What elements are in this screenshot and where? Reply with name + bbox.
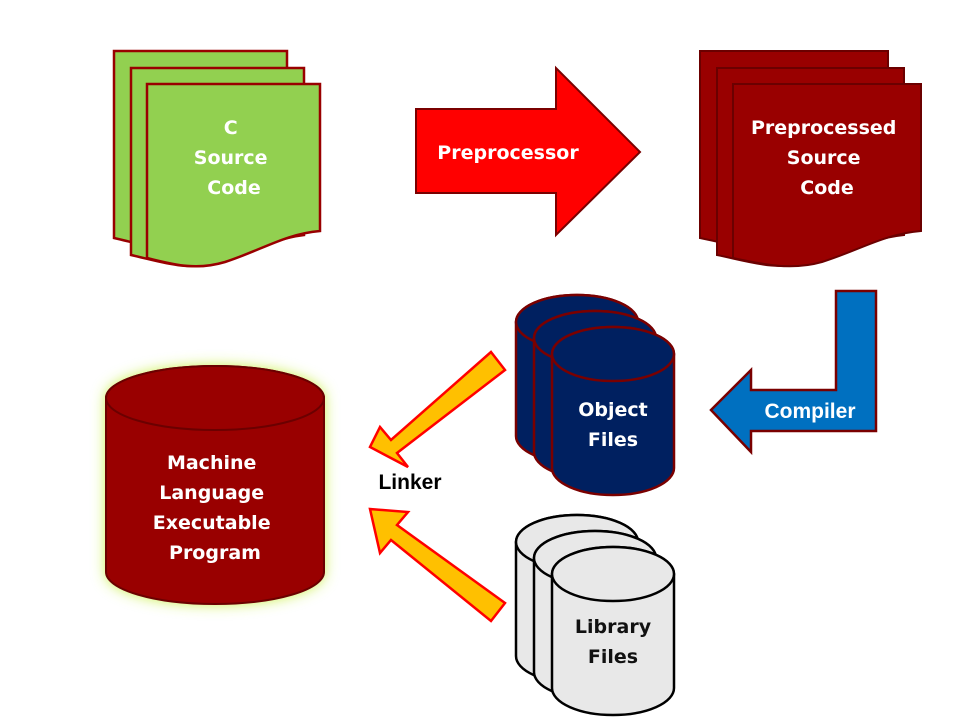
linker-label: Linker <box>378 471 441 494</box>
preprocessed-source-code-node: Preprocessed Source Code <box>699 50 922 268</box>
c-source-label: C Source Code <box>194 117 274 199</box>
linker-arrows: Linker <box>368 350 507 623</box>
compiler-arrow-shape <box>709 289 878 456</box>
preprocessor-arrow-shape <box>415 65 642 238</box>
preprocessor-arrow: Preprocessor <box>415 65 642 238</box>
compiler-arrow: Compiler <box>709 289 878 456</box>
document-page-front <box>732 83 922 268</box>
linker-arrow-from-object-files <box>368 350 507 469</box>
cylinder-top <box>550 545 676 603</box>
document-page-front <box>145 82 322 268</box>
cylinder-top <box>550 325 676 383</box>
executable-label: Machine Language Executable Program <box>153 452 277 564</box>
executable-cylinder-top <box>105 365 325 431</box>
linker-arrow-from-library-files <box>368 507 507 623</box>
preprocessed-source-label: Preprocessed Source Code <box>751 117 903 199</box>
executable-program-node: Machine Language Executable Program <box>105 365 325 605</box>
preprocessor-label: Preprocessor <box>437 142 579 164</box>
c-source-code-node: C Source Code <box>112 49 322 268</box>
compiler-label: Compiler <box>764 400 855 423</box>
